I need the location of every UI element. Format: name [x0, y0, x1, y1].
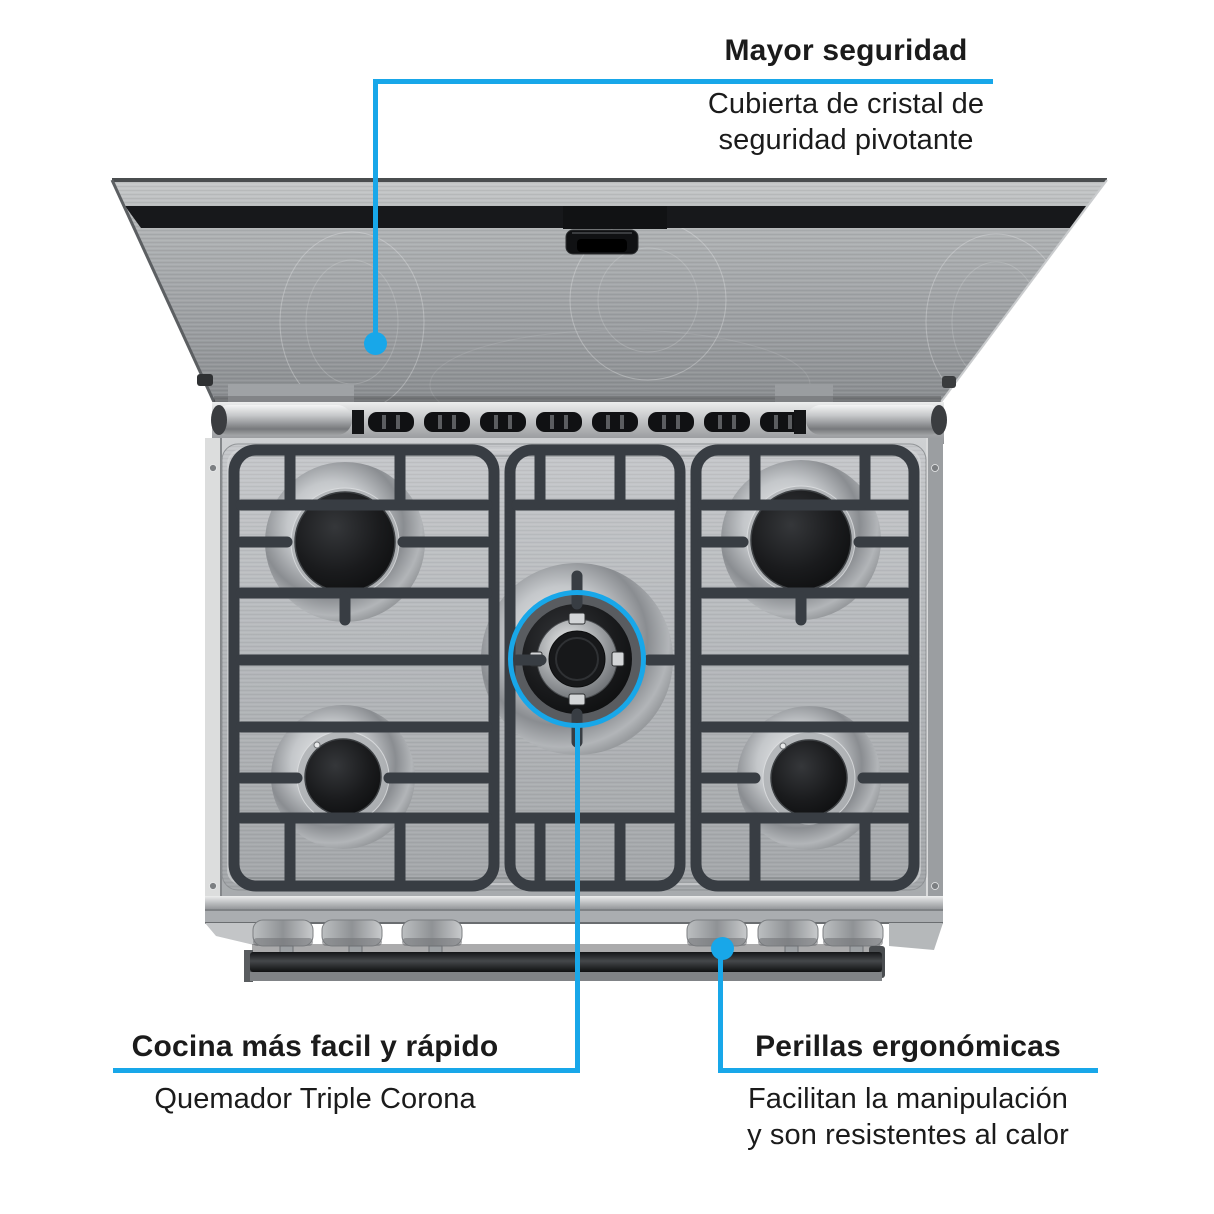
- safety-description-line2: seguridad pivotante: [718, 124, 974, 156]
- triple-burner-description-line1: Quemador Triple Corona: [154, 1083, 476, 1115]
- triple-burner-callout-line: [575, 726, 580, 1073]
- triple-burner-callout-title: Cocina más facil y rápido: [131, 1030, 499, 1063]
- triple-burner-callout-ring: [508, 590, 646, 728]
- knobs-description-line2: y son resistentes al calor: [747, 1119, 1069, 1151]
- triple-burner-callout-description: Quemador Triple Corona: [83, 1081, 547, 1117]
- knobs-callout-line: [718, 948, 723, 1073]
- glass-lid: [110, 178, 1108, 403]
- grate-right: [690, 444, 920, 892]
- knobs-callout-description: Facilitan la manipulación y son resisten…: [690, 1081, 1126, 1153]
- safety-callout-underline: [373, 79, 993, 84]
- knobs-callout-dot: [711, 937, 734, 960]
- safety-description-line1: Cubierta de cristal de: [707, 88, 985, 120]
- safety-callout-dot: [364, 332, 387, 355]
- control-knobs: [244, 919, 885, 982]
- knobs-callout-underline: [718, 1068, 1098, 1073]
- grates: [228, 444, 920, 892]
- safety-callout-line: [373, 79, 378, 345]
- lid-bracket-left: [228, 384, 354, 402]
- safety-callout-title: Mayor seguridad: [724, 34, 968, 67]
- lid-bracket-right: [775, 384, 833, 402]
- hinge-bar: [211, 402, 947, 444]
- hinge-left: [211, 405, 364, 435]
- triple-burner-callout-underline: [113, 1068, 580, 1073]
- safety-callout-description: Cubierta de cristal de seguridad pivotan…: [596, 86, 1096, 158]
- burner-cap-bottom-right: [770, 739, 848, 817]
- lid-handle: [565, 229, 639, 255]
- burner-cap-bottom-left: [304, 738, 382, 816]
- knobs-description-line1: Facilitan la manipulación: [747, 1083, 1069, 1115]
- grate-left: [228, 444, 500, 892]
- hinge-right: [794, 405, 947, 435]
- knobs-callout-title: Perillas ergonómicas: [755, 1030, 1061, 1063]
